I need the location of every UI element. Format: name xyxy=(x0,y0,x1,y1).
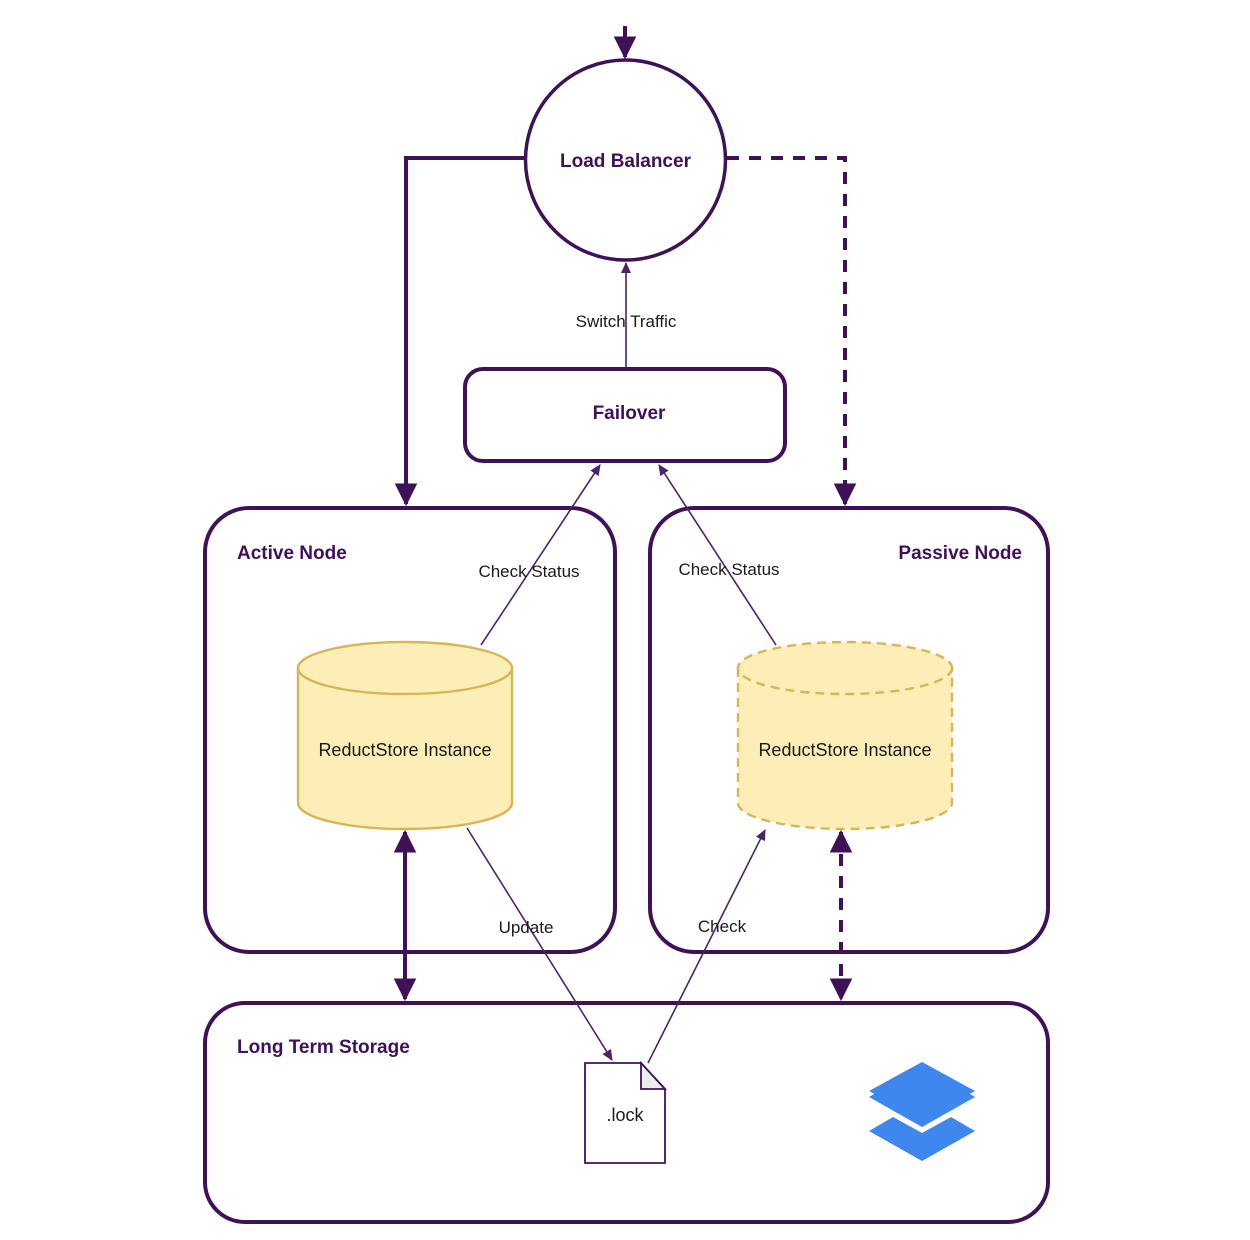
active-instance-label: ReductStore Instance xyxy=(318,740,491,760)
failover-label: Failover xyxy=(593,403,666,424)
edge-label-active-check-status: Check Status xyxy=(478,562,579,581)
failover-box xyxy=(463,367,787,463)
edge-active-update-lock xyxy=(466,827,613,1061)
layers-stack-icon xyxy=(869,1062,975,1161)
lock-file-label: .lock xyxy=(606,1105,644,1125)
edge-passive-check-lock xyxy=(647,829,766,1064)
edge-label-check: Check xyxy=(698,917,747,936)
load-balancer-node[interactable]: Load Balancer xyxy=(523,58,728,262)
lock-file-fold-icon xyxy=(640,1060,668,1090)
long-term-storage-title: Long Term Storage xyxy=(237,1037,410,1058)
edge-active-check-status xyxy=(480,464,601,646)
edge-load-balancer-to-active-node xyxy=(394,156,525,507)
passive-node-title: Passive Node xyxy=(898,543,1022,564)
edge-label-passive-check-status: Check Status xyxy=(678,560,779,579)
edge-label-update: Update xyxy=(499,918,554,937)
edge-load-balancer-to-passive-node xyxy=(727,156,857,507)
edge-label-switch-traffic: Switch Traffic xyxy=(576,312,677,331)
passive-cylinder-body xyxy=(736,666,954,831)
load-balancer-label: Load Balancer xyxy=(560,151,692,172)
lock-file-node[interactable]: .lock xyxy=(584,1060,668,1164)
active-node-title: Active Node xyxy=(237,543,347,564)
passive-instance-label: ReductStore Instance xyxy=(758,740,931,760)
load-balancer-circle xyxy=(523,58,728,262)
active-cylinder-top xyxy=(296,640,514,696)
failover-node[interactable]: Failover xyxy=(463,367,787,463)
active-reductstore-instance[interactable]: ReductStore Instance xyxy=(296,640,514,831)
edge-passive-check-status xyxy=(658,464,777,646)
passive-reductstore-instance[interactable]: ReductStore Instance xyxy=(736,640,954,831)
active-cylinder-body xyxy=(296,666,514,831)
passive-cylinder-top xyxy=(736,640,954,696)
